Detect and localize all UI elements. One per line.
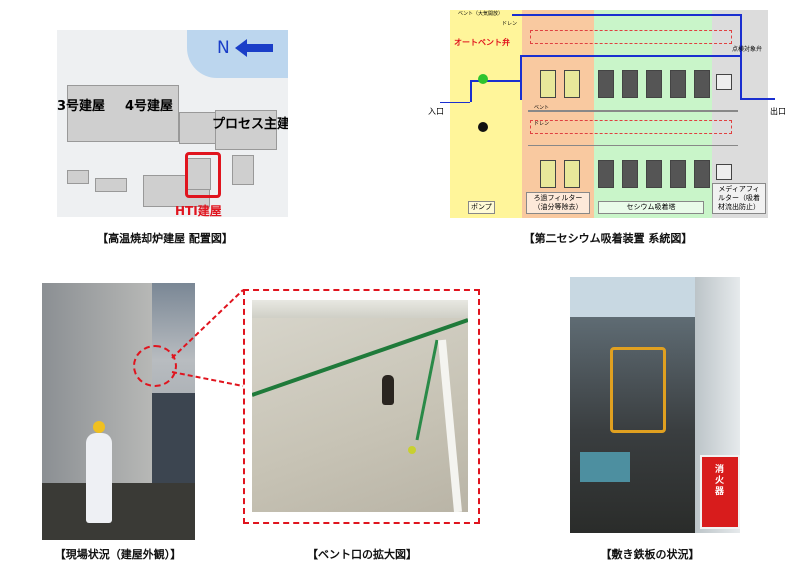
diagram-caption: 【第二セシウム吸着装置 系統図】 <box>523 232 693 245</box>
zone-cesium-label: セシウム吸着塔 <box>598 201 704 214</box>
label-process: プロセス主建屋 <box>212 117 288 132</box>
vent-port <box>382 375 394 405</box>
fire-extinguisher-box: 消火器 <box>700 455 740 529</box>
pump-icon <box>478 74 488 84</box>
zoom-frame <box>243 289 480 524</box>
map-caption: 【高温焼却炉建屋 配置図】 <box>97 232 233 245</box>
inspect-valve-label: 点検対象弁 <box>732 46 763 53</box>
zone-pump-label: ポンプ <box>468 201 495 214</box>
site-map: N 3号建屋 4号建屋 プロセス主建屋 HTI建屋 <box>57 30 288 217</box>
vent-caption: 【ベント口の拡大図】 <box>307 548 417 561</box>
drain-mid-label: ドレン <box>534 121 550 127</box>
highlight-circle <box>133 345 177 387</box>
pipe-main <box>520 55 740 57</box>
exterior-photo <box>42 283 195 540</box>
drain-top-label: ドレン <box>502 21 518 27</box>
label-bldg3: 3号建屋 <box>57 99 106 114</box>
zone-media-label: メディアフィルター（吸着材流出防止） <box>712 183 766 214</box>
plate-caption: 【敷き鉄板の状況】 <box>600 548 700 561</box>
north-arrow-icon <box>235 39 273 57</box>
vent-top-label: ベント（大気開放） <box>458 11 504 17</box>
building-3-4 <box>67 85 179 142</box>
pipe-top <box>512 14 742 16</box>
iron-plate-photo: 消火器 <box>570 277 740 533</box>
zone-filter-label: ろ過フィルター（油分等除去） <box>526 192 590 214</box>
zone-pump: ポンプ <box>450 10 522 218</box>
system-diagram: ポンプ ろ過フィルター（油分等除去） セシウム吸着塔 メディアフィルター（吸着材… <box>440 10 775 218</box>
worker-figure <box>86 433 112 523</box>
exterior-caption: 【現場状況（建屋外観）】 <box>54 548 182 561</box>
label-bldg4: 4号建屋 <box>125 99 174 114</box>
label-hti: HTI建屋 <box>175 204 222 217</box>
zone-filter: ろ過フィルター（油分等除去） <box>522 10 594 218</box>
north-label: N <box>217 38 230 58</box>
auto-vent-label: オートベント弁 <box>454 38 510 47</box>
hti-highlight-box <box>185 152 221 198</box>
vent-mid-label: ベント <box>534 105 550 111</box>
pump-icon <box>478 122 488 132</box>
sea-area <box>187 30 288 78</box>
extinguisher-label: 消火器 <box>715 465 725 497</box>
outlet-label: 出口 <box>770 107 786 116</box>
inlet-label: 入口 <box>428 107 444 116</box>
vent-closeup-photo <box>252 300 468 512</box>
